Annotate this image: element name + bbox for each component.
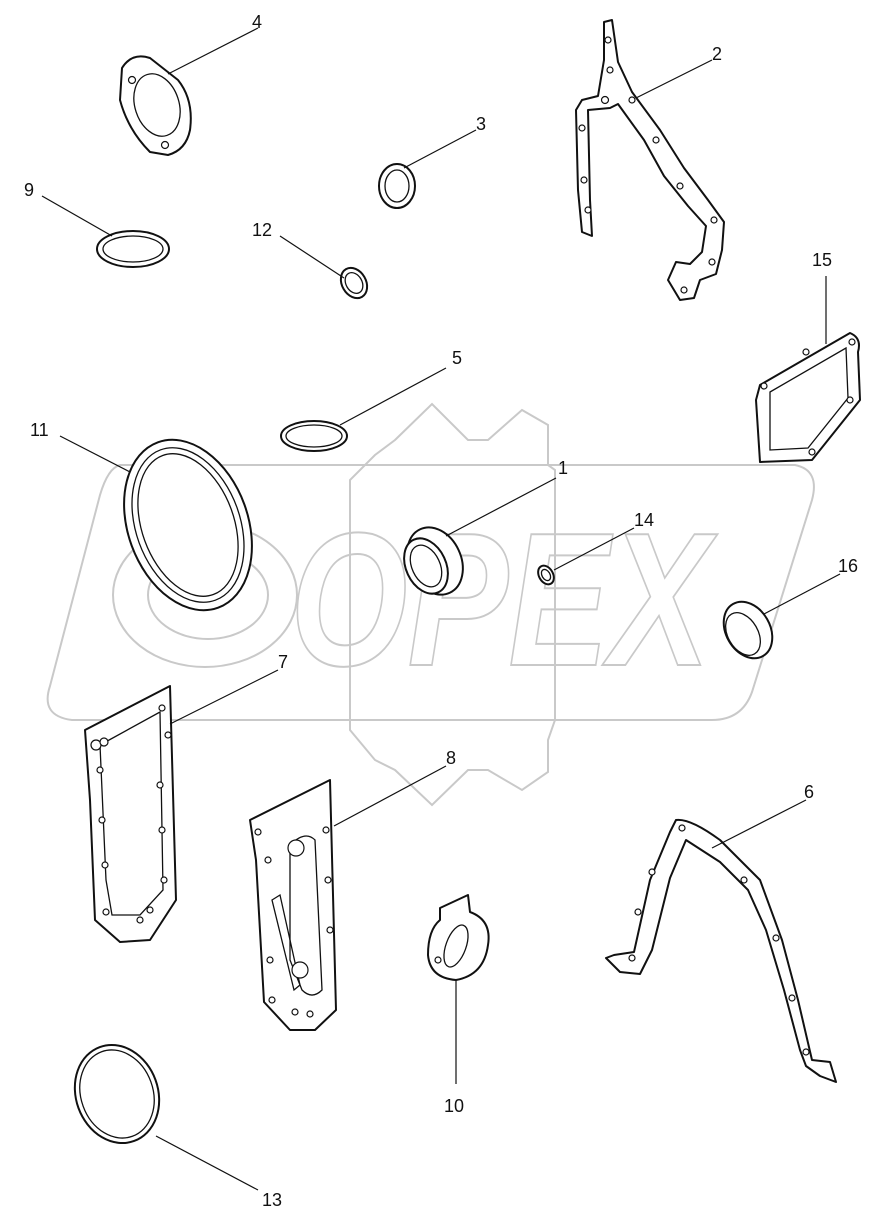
watermark-banner [46,464,815,721]
part-1-oil-seal [403,526,464,596]
part-15-cover-gasket [755,332,861,463]
part-13-seal-ring [73,1043,161,1145]
part-8-housing-gasket [249,779,337,1031]
callout-4: 4 [252,12,262,32]
callout-8: 8 [446,748,456,768]
callout-16: 16 [838,556,858,576]
part-12-o-ring [339,266,369,300]
callout-14: 14 [634,510,654,530]
part-9-seal-ring [96,230,170,268]
callout-15: 15 [812,250,832,270]
watermark-text: OPEX [290,494,718,706]
watermark-logo: OPEX [46,402,815,807]
part-16-seal [722,600,774,660]
callout-labels: 4 2 3 9 12 15 5 11 1 14 16 7 8 6 10 13 [24,12,858,1210]
part-11-large-seal-ring [123,438,253,612]
leader-lines [41,27,841,1191]
part-4-flange-gasket [119,55,192,156]
callout-13: 13 [262,1190,282,1210]
part-7-plate-gasket [84,685,177,943]
part-10-small-flange-gasket [427,894,490,981]
part-6-arch-gasket [605,818,837,1083]
part-2-front-cover-gasket [575,19,725,301]
callout-7: 7 [278,652,288,672]
callout-1: 1 [558,458,568,478]
callout-3: 3 [476,114,486,134]
callout-11: 11 [30,420,49,440]
watermark-gear [349,402,556,807]
part-3-small-seal [378,163,416,209]
callout-9: 9 [24,180,34,200]
part-5-o-ring [280,420,348,452]
callout-6: 6 [804,782,814,802]
part-14-small-o-ring [537,564,555,586]
callout-5: 5 [452,348,462,368]
callout-12: 12 [252,220,272,240]
callout-10: 10 [444,1096,464,1116]
callout-2: 2 [712,44,722,64]
